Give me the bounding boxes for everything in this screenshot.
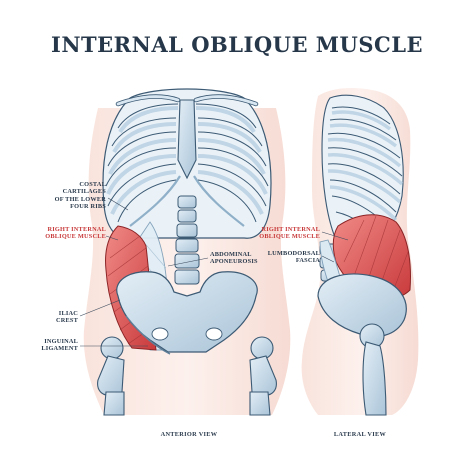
femurs — [97, 336, 277, 416]
leader-right-io-lateral — [321, 231, 349, 241]
costal-cartilages — [129, 175, 245, 227]
pelvis — [116, 271, 258, 353]
lateral-pelvis — [317, 273, 407, 338]
label-line: LUMBODORSAL — [267, 250, 320, 257]
inguinal-ligament — [125, 315, 171, 355]
leader-lines — [79, 197, 349, 347]
left-clavicle-fill — [116, 95, 180, 106]
label-line: ILIAC — [58, 310, 78, 317]
label-costal-cartilages: COSTAL CARTILAGES OF THE LOWER FOUR RIBS — [38, 181, 106, 211]
label-line: FASCIA — [295, 257, 320, 265]
lateral-ribs — [327, 106, 403, 241]
rib-bands — [106, 106, 268, 215]
label-line: COSTAL — [79, 181, 106, 188]
label-line: CREST — [56, 317, 78, 325]
ribs — [105, 103, 269, 223]
leader-right-io-anterior — [105, 235, 119, 241]
leader-abdominal — [167, 257, 209, 267]
label-lumbodorsal-fascia: LUMBODORSAL FASCIA — [254, 250, 320, 265]
obturator-right — [205, 327, 223, 341]
sternum — [177, 99, 197, 180]
label-line: OBLIQUE MUSCLE — [45, 233, 106, 241]
lateral-femur — [362, 341, 387, 416]
label-line: ABDOMINAL — [210, 251, 252, 258]
label-line: RIGHT INTERNAL — [261, 226, 320, 233]
right-clavicle-fill — [194, 95, 258, 106]
lateral-view — [301, 88, 419, 416]
obturator-left — [151, 327, 169, 341]
caption-anterior-view: ANTERIOR VIEW — [160, 431, 218, 438]
lumbar-spine — [174, 195, 200, 285]
anterior-view — [83, 88, 291, 416]
label-line: LIGAMENT — [41, 345, 78, 353]
leader-iliac — [79, 299, 121, 317]
lateral-rib-bands — [327, 110, 404, 222]
leader-lumbodorsal — [321, 255, 335, 263]
label-right-internal-oblique-lateral: RIGHT INTERNAL OBLIQUE MUSCLE — [250, 226, 320, 241]
label-right-internal-oblique-anterior: RIGHT INTERNAL OBLIQUE MUSCLE — [36, 226, 106, 241]
label-line: FOUR RIBS — [70, 203, 106, 211]
page-title: INTERNAL OBLIQUE MUSCLE — [51, 32, 423, 57]
caption-lateral-view: LATERAL VIEW — [333, 431, 387, 438]
label-line: CARTILAGES — [62, 188, 106, 196]
label-inguinal-ligament: INGUINAL LIGAMENT — [22, 338, 78, 353]
label-line: APONEUROSIS — [210, 258, 258, 266]
label-line: INGUINAL — [44, 338, 78, 345]
label-iliac-crest: ILIAC CREST — [30, 310, 78, 325]
label-abdominal-aponeurosis: ABDOMINAL APONEUROSIS — [210, 251, 280, 266]
label-line: OF THE LOWER — [54, 195, 106, 203]
label-line: OBLIQUE MUSCLE — [259, 233, 320, 241]
leader-costal — [107, 197, 129, 211]
label-line: RIGHT INTERNAL — [47, 226, 106, 233]
